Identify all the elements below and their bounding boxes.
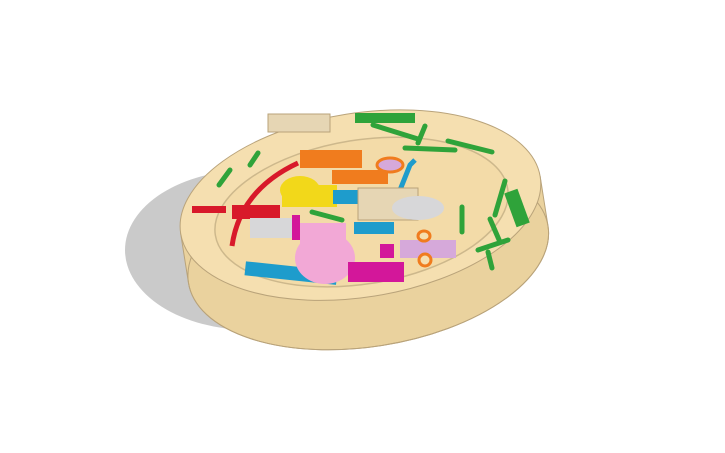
magenta-block [292,215,300,240]
vacuole-ring-2 [417,252,433,268]
yellow-label [282,185,337,207]
magenta-label [348,262,404,282]
red-small-label [192,206,226,213]
chloroplast-label [504,188,530,228]
blue-label-1 [333,190,365,204]
cell-wall-label [267,113,331,133]
magenta-cube [380,244,394,258]
orange-label-2 [332,170,388,184]
red-label [232,205,280,219]
lavender-label [400,240,456,258]
blue-label-2 [354,222,394,234]
endoplasmic-reticulum-red [229,160,300,247]
green-rods [216,122,511,271]
vacuole-ring-3 [416,229,432,243]
blue-structure [397,158,417,191]
gray-label [250,218,294,238]
pink-label [300,223,346,245]
mitochondrion-gray [392,196,444,220]
cytoplasm-label [355,113,415,123]
vacuole-ring-1 [375,156,405,174]
orange-label-1 [300,150,362,168]
